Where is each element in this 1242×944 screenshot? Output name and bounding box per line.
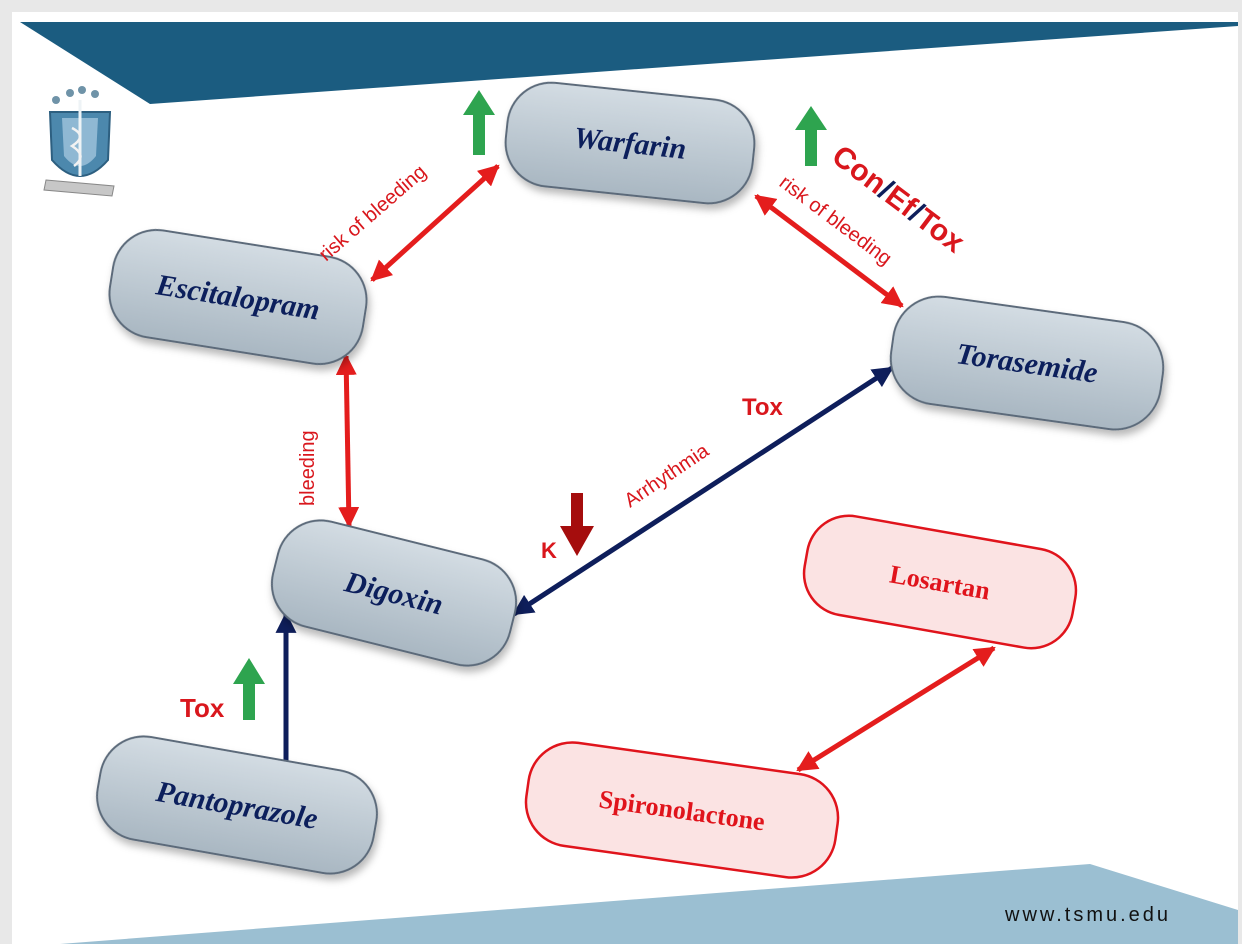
label-k: K (541, 538, 557, 563)
node-torasemide: Torasemide (889, 295, 1165, 431)
node-escitalopram: Escitalopram (108, 228, 368, 366)
arrow-escitalopram-digoxin (335, 353, 360, 529)
label-bleeding: bleeding (297, 430, 319, 506)
green-up-arrow-icon (463, 90, 495, 155)
label-tox-pantoprazole: Tox (180, 693, 225, 723)
label-tox-arrhythmia: Tox (742, 394, 784, 421)
node-pantoprazole: Pantoprazole (96, 735, 378, 875)
arrow-warfarin-torasemide (754, 194, 904, 308)
arrow-spironolactone-losartan (796, 645, 996, 773)
dark-red-down-arrow-icon (560, 493, 594, 556)
arrow-escitalopram-warfarin (370, 164, 500, 282)
node-spironolactone: Spironolactone (524, 741, 840, 879)
footer-band (60, 864, 1238, 944)
arrow-digoxin-torasemide (512, 365, 894, 617)
green-up-arrow-icon (233, 658, 265, 720)
tsmu-crest-logo (43, 86, 115, 197)
footer-url: www.tsmu.edu (1004, 904, 1171, 926)
header-band (20, 22, 1238, 104)
node-losartan: Losartan (802, 514, 1078, 650)
node-warfarin: Warfarin (504, 81, 756, 205)
green-up-arrow-icon (795, 106, 827, 166)
node-digoxin: Digoxin (270, 519, 518, 667)
